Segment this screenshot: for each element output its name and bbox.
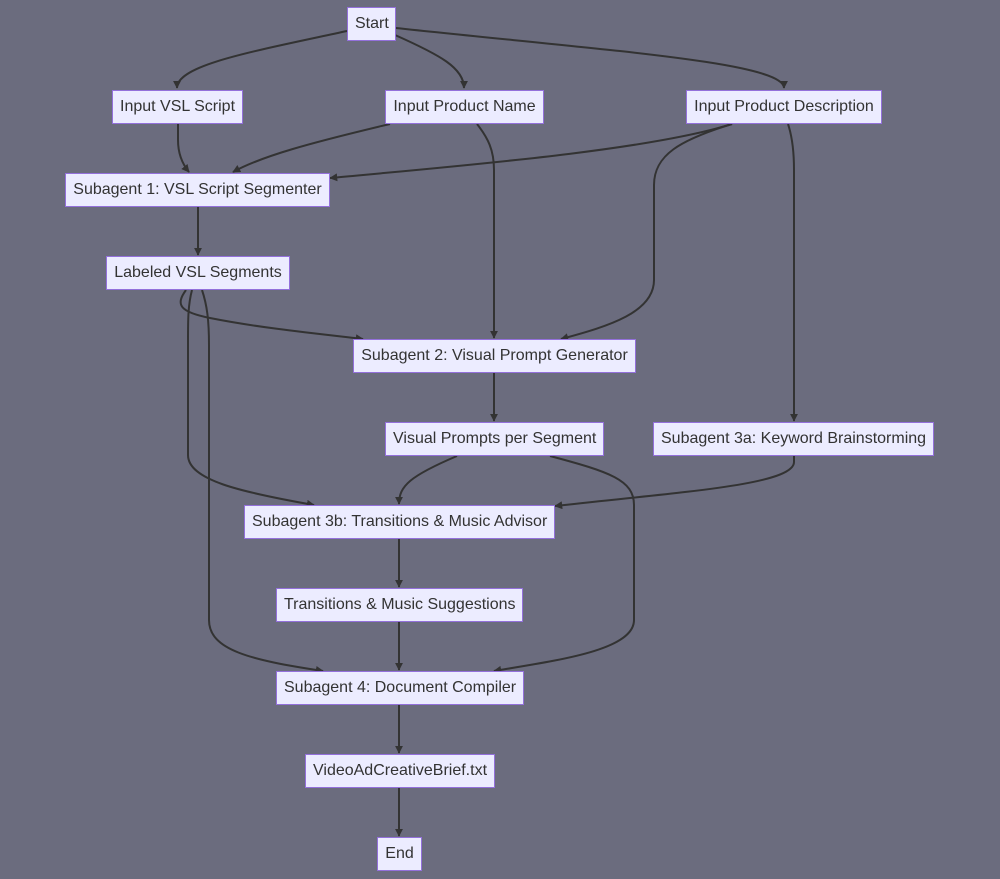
edge-labeled-vsl-segments-to-subagent-2	[179, 289, 364, 343]
node-subagent-4: Subagent 4: Document Compiler	[276, 671, 524, 705]
node-transitions-music-suggestions: Transitions & Music Suggestions	[276, 588, 523, 622]
edge-input-product-description-to-subagent-1	[329, 123, 733, 182]
node-labeled-vsl-segments: Labeled VSL Segments	[106, 256, 290, 290]
node-output-file: VideoAdCreativeBrief.txt	[305, 754, 495, 788]
edge-input-product-description-to-subagent-3a	[787, 123, 798, 422]
edge-start-to-input-product-name	[394, 34, 468, 89]
edge-visual-prompts-to-subagent-3b	[395, 455, 458, 505]
node-input-product-name: Input Product Name	[385, 90, 544, 124]
edge-input-product-name-to-subagent-1	[232, 123, 391, 173]
node-subagent-3a: Subagent 3a: Keyword Brainstorming	[653, 422, 934, 456]
node-input-product-description: Input Product Description	[686, 90, 882, 124]
edge-labeled-vsl-segments-to-subagent-3b	[187, 289, 315, 508]
edge-start-to-input-product-description	[395, 27, 788, 89]
edge-start-to-input-vsl-script	[173, 30, 348, 89]
edge-input-product-name-to-subagent-2	[476, 123, 498, 339]
edge-input-product-description-to-subagent-2	[560, 123, 733, 342]
node-subagent-3b: Subagent 3b: Transitions & Music Advisor	[244, 505, 555, 539]
node-end: End	[377, 837, 422, 871]
edge-subagent-3a-to-subagent-3b	[554, 456, 795, 510]
edge-visual-prompts-to-subagent-4	[493, 455, 635, 674]
edge-input-vsl-script-to-subagent-1	[177, 124, 190, 173]
node-subagent-1: Subagent 1: VSL Script Segmenter	[65, 173, 330, 207]
node-input-vsl-script: Input VSL Script	[112, 90, 243, 124]
node-subagent-2: Subagent 2: Visual Prompt Generator	[353, 339, 636, 373]
edge-labeled-vsl-segments-to-subagent-4	[201, 289, 324, 674]
node-visual-prompts-per-segment: Visual Prompts per Segment	[385, 422, 604, 456]
node-start: Start	[347, 7, 396, 41]
